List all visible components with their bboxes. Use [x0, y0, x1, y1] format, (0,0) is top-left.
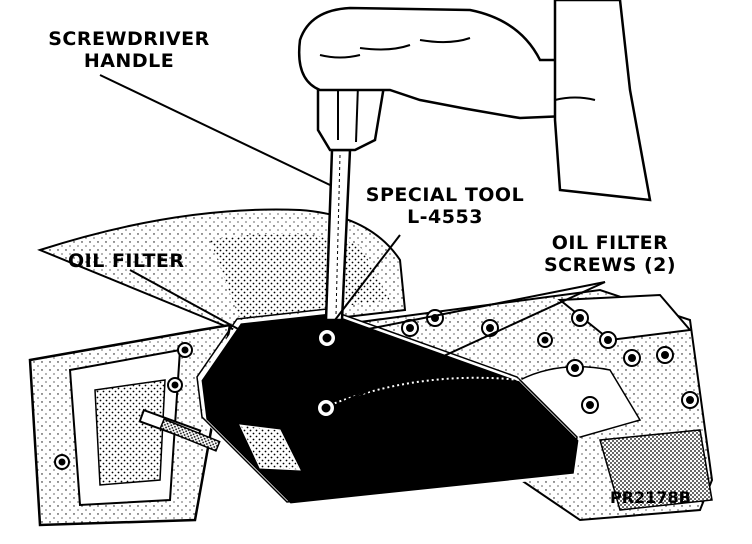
screwdriver-handle [316, 78, 387, 152]
oil-filter-screws [316, 328, 337, 418]
oil-filter [196, 308, 582, 507]
label-screwdriver-handle: SCREWDRIVER HANDLE [44, 28, 214, 72]
leader-screwdriver-handle [99, 74, 331, 186]
label-oil-filter: OIL FILTER [68, 250, 185, 272]
label-oil-filter-screws-line1: OIL FILTER [551, 232, 669, 254]
leader-screws-upper [337, 281, 606, 336]
label-special-tool-line1: SPECIAL TOOL [365, 184, 525, 206]
leader-lines [99, 74, 606, 406]
oil-filter-screw-upper [317, 328, 337, 348]
figure-code: PR2178B [610, 488, 691, 507]
transmission-case [28, 323, 232, 527]
valve-body-bolts [401, 309, 699, 414]
label-oil-filter-screws: OIL FILTER SCREWS (2) [540, 232, 680, 276]
leader-oil-filter [129, 269, 241, 331]
label-special-tool: SPECIAL TOOL L-4553 [360, 184, 530, 228]
label-screwdriver-handle-line1: SCREWDRIVER [48, 28, 210, 50]
label-oil-filter-screws-line2: SCREWS (2) [543, 254, 677, 276]
label-special-tool-line2: L-4553 [407, 206, 483, 228]
label-screwdriver-handle-line2: HANDLE [83, 50, 175, 72]
hand [297, 0, 652, 202]
oil-filter-screw-lower [316, 398, 336, 418]
leader-screws-lower [336, 281, 606, 406]
leader-special-tool [334, 234, 401, 321]
